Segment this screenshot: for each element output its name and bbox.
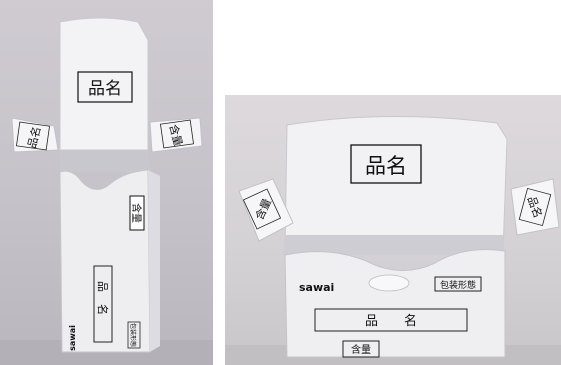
box-side-edge	[148, 170, 160, 352]
right-flap-label: 含量	[166, 123, 185, 148]
pack-label-frame	[434, 276, 482, 292]
front-label: 品名	[96, 281, 110, 327]
right-flap-frame	[160, 119, 194, 149]
box-front	[59, 169, 151, 353]
side-label-frame	[129, 195, 145, 231]
pack-label: 包装形態	[440, 279, 476, 291]
front-label-frame	[93, 265, 113, 343]
left-flap-frame	[16, 121, 50, 151]
right-box-illustration: 品名 含量 品名 sawai 包装形態 品 名 含量	[225, 115, 561, 365]
lid-label-frame	[77, 71, 133, 103]
right-brand: sawai	[299, 281, 334, 294]
product-name: 品 名	[365, 313, 417, 329]
lid-label-frame	[350, 144, 422, 184]
left-flap-label: 品名	[24, 125, 43, 150]
front-small-label: 包装形態	[129, 323, 137, 347]
left-box-photo: 品名 品名 含量 含量 品名 包装形態	[0, 0, 213, 365]
right-dust-flap	[510, 178, 560, 236]
left-flap-frame	[242, 188, 282, 230]
front-small-frame	[127, 321, 141, 349]
right-box-photo: 品名 含量 品名 sawai 包装形態 品 名 含量	[225, 95, 561, 365]
box-lid	[284, 115, 508, 254]
box-front	[284, 249, 506, 358]
left-dust-flap	[238, 178, 294, 242]
left-brand: sawai	[68, 325, 77, 351]
left-box-illustration: 品名 品名 含量 含量 品名 包装形態	[0, 17, 213, 365]
side-label: 含量	[130, 203, 143, 223]
strength-frame	[342, 340, 380, 358]
box-lid	[59, 17, 149, 151]
right-flap-frame	[518, 187, 552, 227]
box-opening	[60, 150, 150, 172]
left-dust-flap	[11, 117, 59, 153]
center-sticker	[368, 274, 410, 292]
lid-label: 品名	[88, 79, 122, 99]
product-name-frame	[314, 308, 468, 332]
lid-label: 品名	[365, 154, 407, 178]
strength-label: 含量	[351, 343, 371, 356]
box-opening	[285, 235, 505, 255]
